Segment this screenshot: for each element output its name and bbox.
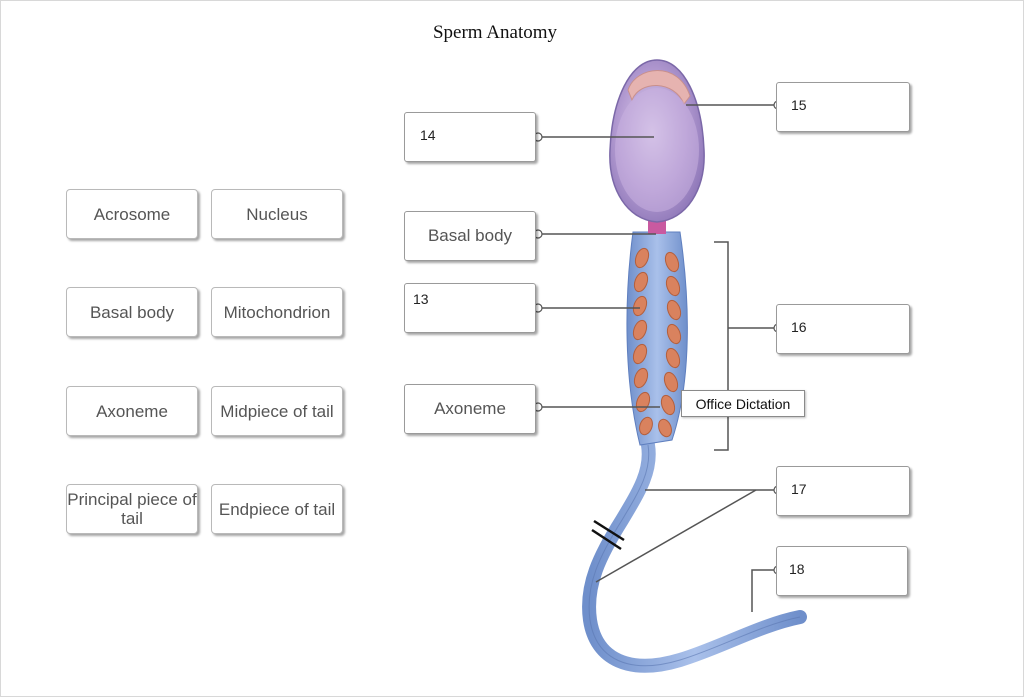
drop-slot-15[interactable]: 15 bbox=[776, 82, 910, 132]
slot-axoneme-label: Axoneme bbox=[434, 399, 506, 418]
slot-number-18: 18 bbox=[789, 561, 805, 577]
office-dictation-tooltip: Office Dictation bbox=[681, 390, 805, 417]
drop-slot-17[interactable]: 17 bbox=[776, 466, 910, 516]
break-mark bbox=[593, 519, 625, 542]
drop-slot-18[interactable]: 18 bbox=[776, 546, 908, 596]
slot-number-15: 15 bbox=[791, 97, 807, 113]
bank-nucleus[interactable]: Nucleus bbox=[211, 189, 343, 239]
slot-number-16: 16 bbox=[791, 319, 807, 335]
bank-principal-piece-of-tail[interactable]: Principal piece of tail bbox=[66, 484, 198, 534]
bank-acrosome[interactable]: Acrosome bbox=[66, 189, 198, 239]
bank-endpiece-of-tail[interactable]: Endpiece of tail bbox=[211, 484, 343, 534]
drop-slot-16[interactable]: 16 bbox=[776, 304, 910, 354]
drop-slot-axoneme[interactable]: Axoneme bbox=[404, 384, 536, 434]
bank-mitochondrion[interactable]: Mitochondrion bbox=[211, 287, 343, 337]
acrosome bbox=[627, 70, 691, 105]
tail bbox=[582, 438, 807, 673]
bank-axoneme[interactable]: Axoneme bbox=[66, 386, 198, 436]
slot-number-17: 17 bbox=[791, 481, 807, 497]
nucleus bbox=[615, 88, 699, 212]
bank-basal-body[interactable]: Basal body bbox=[66, 287, 198, 337]
diagram-title: Sperm Anatomy bbox=[432, 22, 558, 43]
bank-midpiece-of-tail[interactable]: Midpiece of tail bbox=[211, 386, 343, 436]
slot-number-14: 14 bbox=[420, 127, 436, 143]
drop-slot-14[interactable]: 14 bbox=[404, 112, 536, 162]
drop-slot-basal-body[interactable]: Basal body bbox=[404, 211, 536, 261]
slot-number-13: 13 bbox=[413, 291, 429, 307]
slot-basal-body-label: Basal body bbox=[427, 226, 513, 245]
neck bbox=[648, 220, 666, 234]
midpiece-bracket bbox=[714, 241, 729, 451]
drop-slot-13[interactable]: 13 bbox=[404, 283, 536, 333]
